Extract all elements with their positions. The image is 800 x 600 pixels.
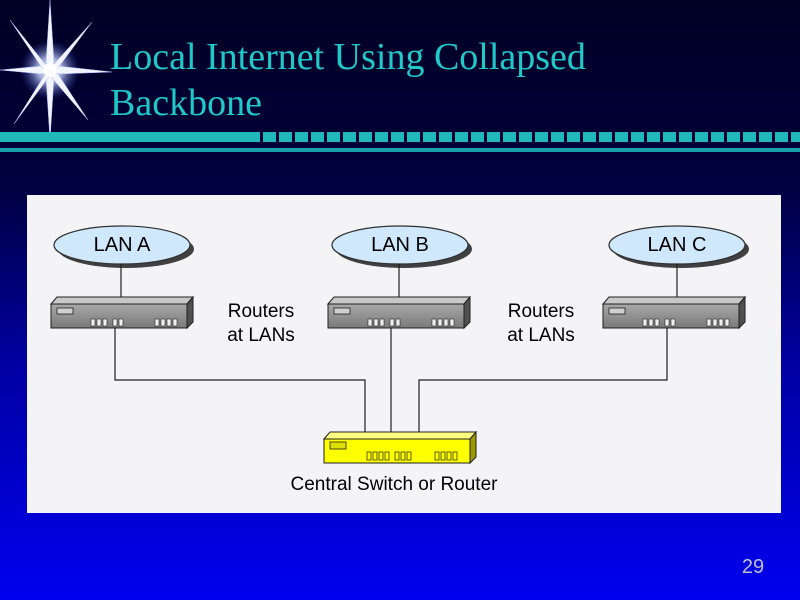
network-diagram: LAN A LAN B LAN C Routers at LANs Router…: [27, 195, 781, 513]
central-switch-label: Central Switch or Router: [290, 474, 498, 495]
router-a: [49, 295, 195, 330]
central-switch: [322, 430, 478, 465]
routers-caption-right: Routers at LANs: [491, 300, 591, 348]
lan-a-label: LAN A: [93, 234, 151, 256]
routers-caption-left: Routers at LANs: [211, 300, 311, 348]
lan-c-label: LAN C: [647, 234, 707, 256]
lan-b-cloud: [331, 225, 472, 268]
routers-caption-right-line2: at LANs: [507, 325, 575, 346]
router-c: [601, 295, 747, 330]
slide-title: Local Internet Using Collapsed Backbone: [110, 34, 770, 126]
lan-a-cloud: [53, 225, 194, 268]
routers-caption-left-line1: Routers: [227, 301, 295, 322]
lan-c-cloud: [608, 225, 749, 268]
title-line-1: Local Internet Using Collapsed: [110, 36, 586, 78]
title-line-2: Backbone: [110, 82, 262, 124]
routers-caption-right-line1: Routers: [507, 301, 575, 322]
routers-caption-left-line2: at LANs: [227, 325, 295, 346]
starburst-icon: [0, 0, 113, 140]
title-divider: [0, 132, 800, 152]
page-number: 29: [741, 556, 765, 578]
lan-b-label: LAN B: [371, 234, 429, 256]
network-links: [114, 264, 678, 433]
router-b: [326, 295, 472, 330]
network-diagram-canvas: [49, 225, 749, 465]
